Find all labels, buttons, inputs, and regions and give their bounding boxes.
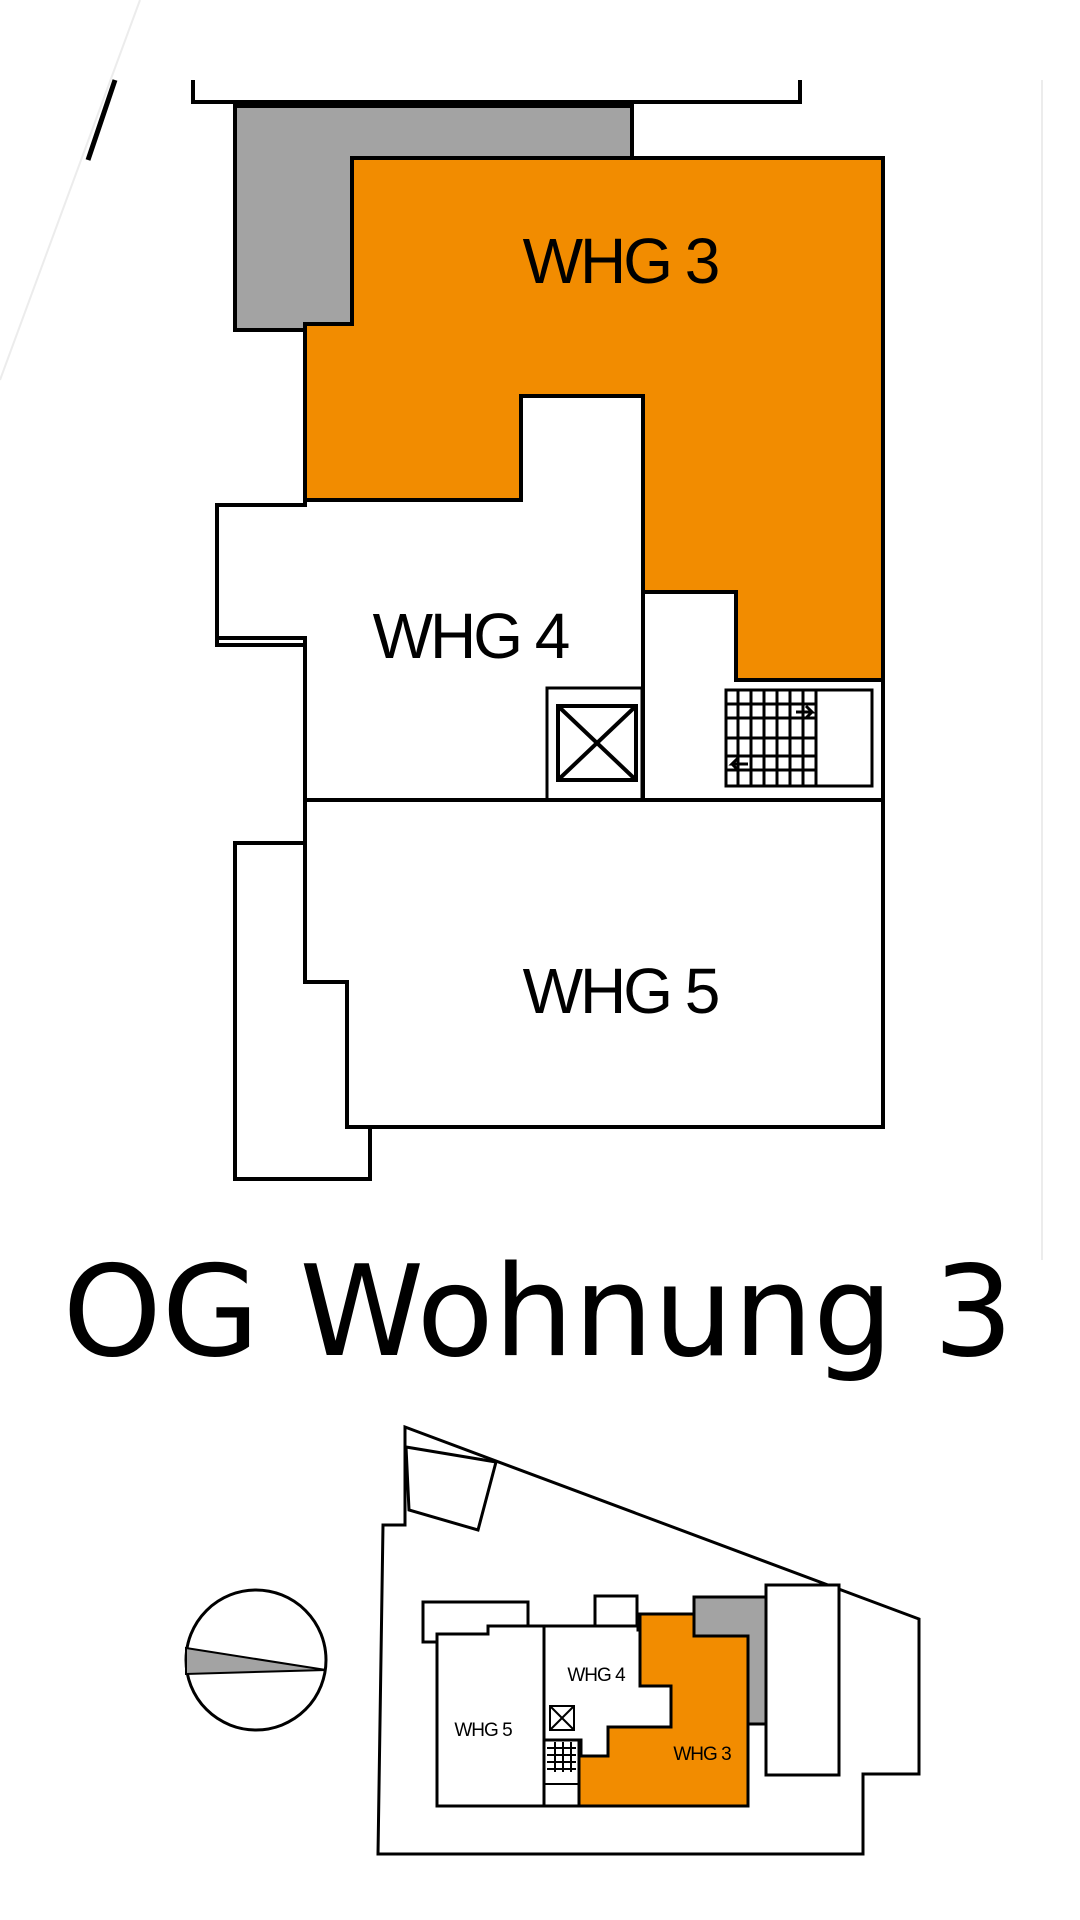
- top-neighbor-outline: [191, 80, 802, 104]
- shed: [404, 1445, 498, 1532]
- compass-icon: [184, 1588, 328, 1732]
- site-boundary-line: [85, 79, 118, 161]
- elevator-icon: [556, 704, 638, 782]
- page-title: OG Wohnung 3: [63, 1238, 1014, 1385]
- whg3-label: WHG 3: [523, 225, 718, 297]
- site-stair-core: [542, 1738, 581, 1808]
- whg5-balcony: [233, 841, 372, 1181]
- site-whg5-area[interactable]: [435, 1624, 546, 1808]
- site-balcony-whg4: [593, 1594, 639, 1632]
- whg4-label: WHG 4: [373, 600, 569, 672]
- staircase-icon: [544, 1742, 579, 1785]
- whg5-label: WHG 5: [523, 955, 718, 1027]
- staircase-icon: [724, 688, 874, 788]
- whg4-bay: [215, 503, 305, 647]
- site-whg4-label: WHG 4: [567, 1665, 626, 1686]
- site-plan: [184, 1424, 921, 1856]
- site-whg3-label: WHG 3: [673, 1744, 731, 1765]
- site-whg5-label: WHG 5: [454, 1720, 512, 1741]
- elevator-icon: [549, 1705, 575, 1731]
- right-building: [764, 1583, 841, 1777]
- background-guides: [0, 0, 1043, 1260]
- whg5-area[interactable]: [303, 798, 885, 1129]
- main-floor-plan: [85, 79, 885, 1181]
